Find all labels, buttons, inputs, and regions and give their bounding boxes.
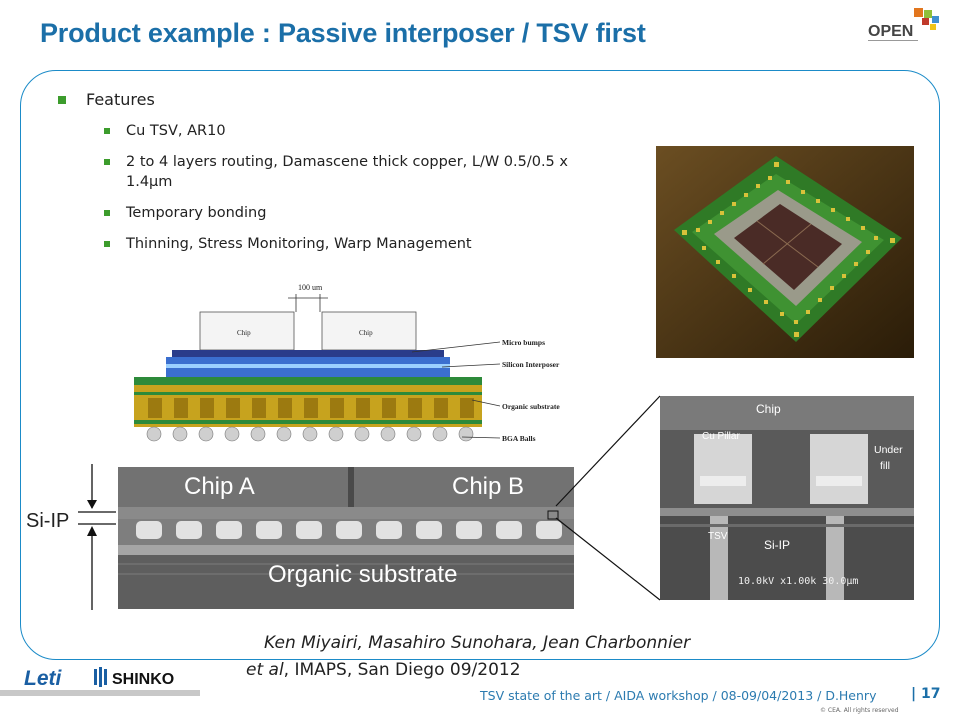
bottom-band: [0, 690, 200, 696]
citation-etal: et al: [246, 660, 284, 680]
copyright: © CEA. All rights reserved: [820, 707, 899, 714]
zoom-scale-label: 10.0kV x1.00k 30.0µm: [738, 576, 859, 587]
zoom-connector-lines: [555, 395, 661, 601]
page-number: | 17: [911, 686, 940, 702]
cross-section-diagram: 100 um Chip Chip: [112, 272, 596, 456]
feature-item: Temporary bonding: [104, 203, 598, 223]
zoom-underfill-label-1: Under: [874, 444, 903, 456]
zoom-underfill-label-2: fill: [880, 460, 890, 472]
citation-authors: Ken Miyairi, Masahiro Sunohara, Jean Cha…: [264, 633, 691, 653]
content-frame: [20, 70, 940, 660]
shinko-logo-text: SHINKO: [112, 671, 174, 688]
zoom-tsv-label: TSV: [708, 531, 728, 542]
page-number-value: 17: [921, 686, 941, 702]
chip-left-label: Chip: [237, 329, 251, 337]
sem-texture: [118, 467, 574, 609]
features-list: Features Cu TSV, AR10 2 to 4 layers rout…: [58, 90, 598, 265]
citation: Ken Miyairi, Masahiro Sunohara, Jean Cha…: [246, 630, 806, 684]
shinko-logo: SHINKO: [94, 667, 174, 688]
sem-zoom-texture: [660, 396, 914, 600]
dimension-label: 100 um: [298, 283, 323, 292]
citation-venue: , IMAPS, San Diego 09/2012: [283, 660, 521, 680]
micro-bumps-label: Micro bumps: [502, 338, 545, 347]
leti-logo-text: Leti: [24, 667, 63, 690]
feature-item: Cu TSV, AR10: [104, 121, 598, 141]
zoom-chip-label: Chip: [756, 402, 781, 416]
open-logo: OPEN: [868, 8, 939, 41]
bullet-icon: [104, 210, 110, 216]
leti-logo: Leti: [24, 667, 63, 690]
bullet-icon: [104, 159, 110, 165]
sem-cross-section-image: Chip A Chip B Organic substrate: [118, 467, 574, 609]
page-separator: |: [911, 686, 917, 702]
feature-item: 2 to 4 layers routing, Damascene thick c…: [104, 152, 598, 192]
chip-b-label: Chip B: [452, 473, 525, 500]
feature-item: Thinning, Stress Monitoring, Warp Manage…: [104, 234, 598, 254]
bullet-icon: [58, 96, 66, 104]
chip-a-label: Chip A: [184, 473, 255, 500]
interposer-photo: [656, 146, 914, 358]
silicon-interposer-label: Silicon Interposer: [502, 360, 560, 369]
sem-zoom-image: Chip Cu Pillar Under fill TSV Si-IP 10.0…: [660, 396, 914, 600]
chip-right-label: Chip: [359, 329, 373, 337]
slide-title: Product example : Passive interposer / T…: [40, 18, 646, 48]
bga-balls-label: BGA Balls: [502, 434, 536, 443]
organic-substrate-label: Organic substrate: [502, 402, 560, 411]
footer-text: TSV state of the art / AIDA workshop / 0…: [480, 688, 877, 703]
features-heading: Features: [58, 90, 598, 109]
open-logo-text: OPEN: [868, 23, 913, 40]
si-ip-dimension-marker: [78, 464, 116, 610]
zoom-si-ip-label: Si-IP: [764, 538, 791, 552]
zoom-cu-pillar-label: Cu Pillar: [702, 431, 740, 442]
si-ip-label: Si-IP: [26, 510, 70, 532]
organic-substrate-label: Organic substrate: [268, 561, 458, 588]
bullet-icon: [104, 128, 110, 134]
bullet-icon: [104, 241, 110, 247]
features-sublist: Cu TSV, AR10 2 to 4 layers routing, Dama…: [104, 121, 598, 254]
